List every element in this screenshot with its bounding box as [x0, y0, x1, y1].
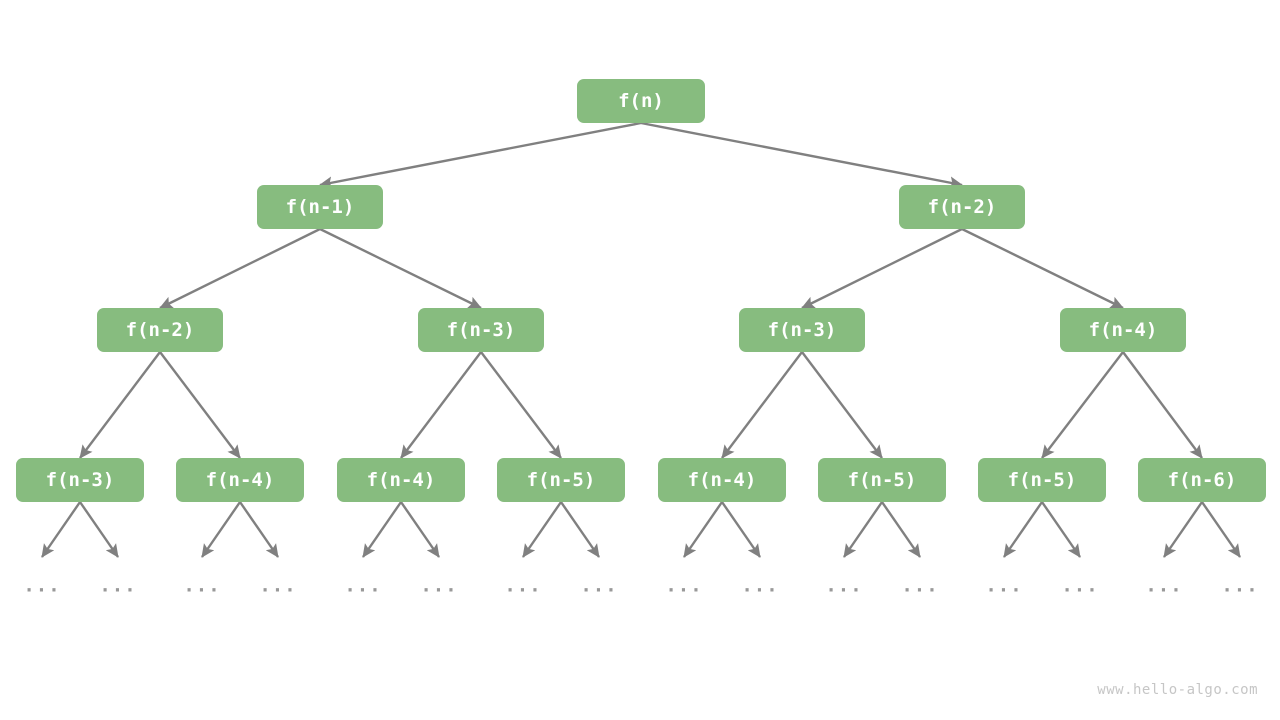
edge-n5-to-n12 — [801, 351, 883, 459]
edge-n4-to-n10 — [480, 351, 562, 459]
tree-node-n14: f(n-6) — [1138, 458, 1266, 502]
tree-node-n5: f(n-3) — [739, 308, 865, 352]
ellipsis-6: ... — [504, 574, 542, 597]
leaf-stub-1 — [79, 501, 119, 558]
ellipsis-7: ... — [580, 574, 618, 597]
leaf-stub-5 — [400, 501, 440, 558]
watermark: www.hello-algo.com — [1097, 682, 1258, 698]
leaf-stub-6 — [522, 501, 562, 558]
ellipsis-1: ... — [99, 574, 137, 597]
tree-node-n6: f(n-4) — [1060, 308, 1186, 352]
leaf-stub-2 — [201, 501, 241, 558]
leaf-stub-10 — [843, 501, 883, 558]
ellipsis-3: ... — [259, 574, 297, 597]
leaf-stub-9 — [721, 501, 761, 558]
tree-node-n7: f(n-3) — [16, 458, 144, 502]
leaf-stub-12 — [1003, 501, 1043, 558]
leaf-stub-0 — [41, 501, 81, 558]
ellipsis-12: ... — [985, 574, 1023, 597]
tree-edges — [79, 121, 1203, 459]
edge-n2-to-n5 — [801, 227, 963, 310]
ellipsis-9: ... — [741, 574, 779, 597]
tree-node-n2: f(n-2) — [899, 185, 1025, 229]
ellipsis-13: ... — [1061, 574, 1099, 597]
leaf-stub-14 — [1163, 501, 1203, 558]
edge-n0-to-n2 — [640, 121, 963, 189]
edge-n5-to-n11 — [721, 351, 803, 459]
ellipsis-10: ... — [825, 574, 863, 597]
ellipsis-0: ... — [23, 574, 61, 597]
tree-node-n0: f(n) — [577, 79, 705, 123]
edge-n0-to-n1 — [319, 121, 642, 189]
tree-node-n3: f(n-2) — [97, 308, 223, 352]
edge-n2-to-n6 — [961, 227, 1124, 310]
leaf-stub-8 — [683, 501, 723, 558]
edge-n3-to-n7 — [79, 351, 161, 459]
tree-node-n13: f(n-5) — [978, 458, 1106, 502]
tree-node-n8: f(n-4) — [176, 458, 304, 502]
tree-node-n10: f(n-5) — [497, 458, 625, 502]
edge-n6-to-n13 — [1041, 351, 1124, 459]
ellipsis-11: ... — [901, 574, 939, 597]
leaf-stub-edges — [41, 501, 1241, 558]
leaf-stub-4 — [362, 501, 402, 558]
leaf-stub-15 — [1201, 501, 1241, 558]
leaf-stub-13 — [1041, 501, 1081, 558]
edge-n4-to-n9 — [400, 351, 482, 459]
edge-n3-to-n8 — [159, 351, 241, 459]
ellipsis-4: ... — [344, 574, 382, 597]
ellipsis-5: ... — [420, 574, 458, 597]
ellipsis-15: ... — [1221, 574, 1259, 597]
edge-n6-to-n14 — [1122, 351, 1203, 459]
tree-node-n11: f(n-4) — [658, 458, 786, 502]
ellipsis-14: ... — [1145, 574, 1183, 597]
edge-n1-to-n3 — [159, 227, 321, 310]
ellipsis-8: ... — [665, 574, 703, 597]
tree-node-n12: f(n-5) — [818, 458, 946, 502]
leaf-stub-11 — [881, 501, 921, 558]
tree-node-n1: f(n-1) — [257, 185, 383, 229]
ellipsis-2: ... — [183, 574, 221, 597]
tree-node-n4: f(n-3) — [418, 308, 544, 352]
leaf-stub-7 — [560, 501, 600, 558]
edge-n1-to-n4 — [319, 227, 482, 310]
tree-node-n9: f(n-4) — [337, 458, 465, 502]
leaf-stub-3 — [239, 501, 279, 558]
